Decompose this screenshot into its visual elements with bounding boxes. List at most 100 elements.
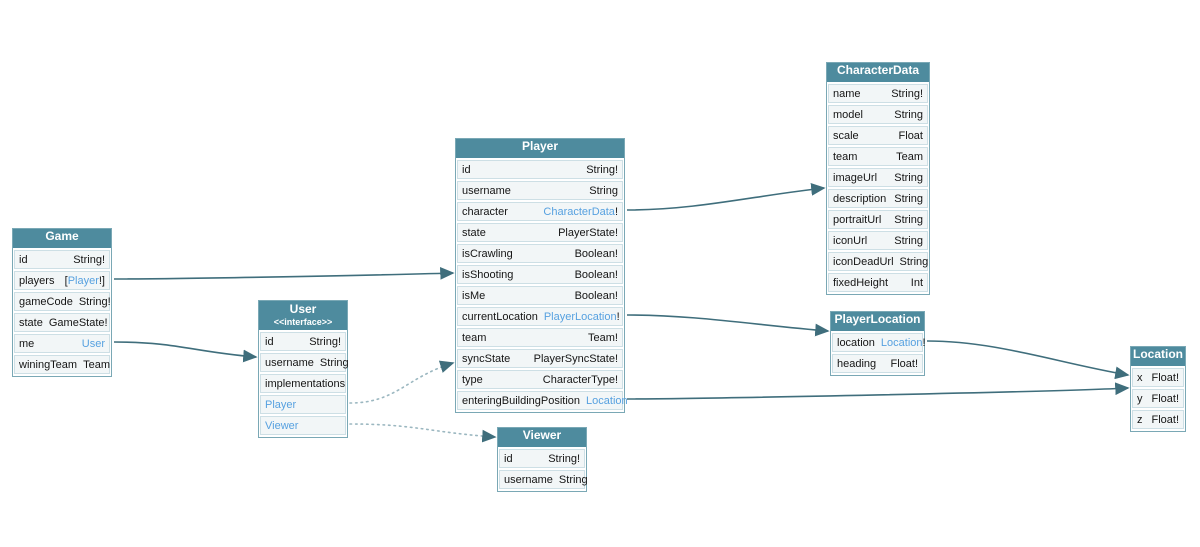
field-type: String: [894, 171, 923, 184]
edge-user-Viewer-to-viewer: [349, 423, 497, 443]
type-link-Location[interactable]: Location: [880, 336, 923, 349]
field-type: CharacterType!: [542, 373, 618, 386]
field-name: type: [462, 373, 483, 386]
field-type: Team: [83, 358, 110, 371]
type-link-Viewer[interactable]: Viewer: [265, 419, 299, 432]
table-header-player[interactable]: Player: [456, 139, 624, 158]
field-name: username: [462, 184, 511, 197]
field-row-location-z[interactable]: z Float!: [1132, 410, 1184, 429]
field-name: enteringBuildingPosition: [462, 394, 581, 407]
field-name: state: [462, 226, 486, 239]
field-type: String!: [548, 452, 580, 465]
type-suffix: !: [922, 336, 926, 349]
field-row-player-username[interactable]: username String: [457, 181, 623, 200]
field-name: character: [462, 205, 508, 218]
type-link-Player[interactable]: Player: [67, 274, 99, 287]
field-row-user-Viewer[interactable]: Viewer: [260, 416, 346, 435]
field-type: GameState!: [48, 316, 108, 329]
type-link-PlayerLocation[interactable]: PlayerLocation: [543, 310, 617, 323]
type-link-Location[interactable]: Location: [586, 394, 628, 407]
field-row-playerLocation-location[interactable]: location Location!: [832, 333, 926, 352]
field-type: String: [589, 184, 618, 197]
type-prefix: [: [64, 274, 68, 287]
table-header-location[interactable]: Location: [1131, 347, 1185, 366]
type-link-User[interactable]: User: [81, 337, 105, 350]
field-name: team: [462, 331, 487, 344]
field-type: Location: [586, 395, 628, 407]
field-row-game-players[interactable]: players[Player!]: [14, 271, 110, 290]
field-name: x: [1137, 371, 1143, 384]
field-name: model: [833, 108, 863, 121]
field-name: z: [1137, 413, 1143, 426]
field-name: iconUrl: [833, 234, 868, 247]
field-type: Float: [898, 129, 923, 142]
field-row-user-Player[interactable]: Player: [260, 395, 346, 414]
field-name: name: [833, 87, 861, 100]
edge-game-players-to-player: [113, 266, 455, 280]
field-name: location: [837, 336, 875, 349]
field-type: Float!: [1151, 413, 1179, 426]
type-link-Player[interactable]: Player: [265, 398, 297, 411]
field-type: String!: [78, 295, 111, 308]
type-link-CharacterData[interactable]: CharacterData: [543, 205, 615, 218]
edge-player-currentLocation-to-playerLocation: [626, 314, 830, 337]
table-header-user[interactable]: User<<interface>>: [259, 301, 347, 330]
field-row-player-type[interactable]: type CharacterType!: [457, 370, 623, 389]
field-type: String!: [309, 335, 341, 348]
edge-playerLocation-location-to-location: [926, 340, 1130, 380]
table-header-viewer[interactable]: Viewer: [498, 428, 586, 447]
field-row-user-implementations[interactable]: implementations: [260, 374, 346, 393]
field-row-player-enteringBuildingPosition[interactable]: enteringBuildingPosition Location: [457, 391, 628, 410]
field-type: String: [894, 213, 923, 226]
table-header-characterData[interactable]: CharacterData: [827, 63, 929, 82]
table-header-game[interactable]: Game: [13, 229, 111, 248]
table-header-playerLocation[interactable]: PlayerLocation: [831, 312, 924, 331]
field-name: heading: [837, 357, 877, 370]
field-name: isCrawling: [462, 247, 513, 260]
